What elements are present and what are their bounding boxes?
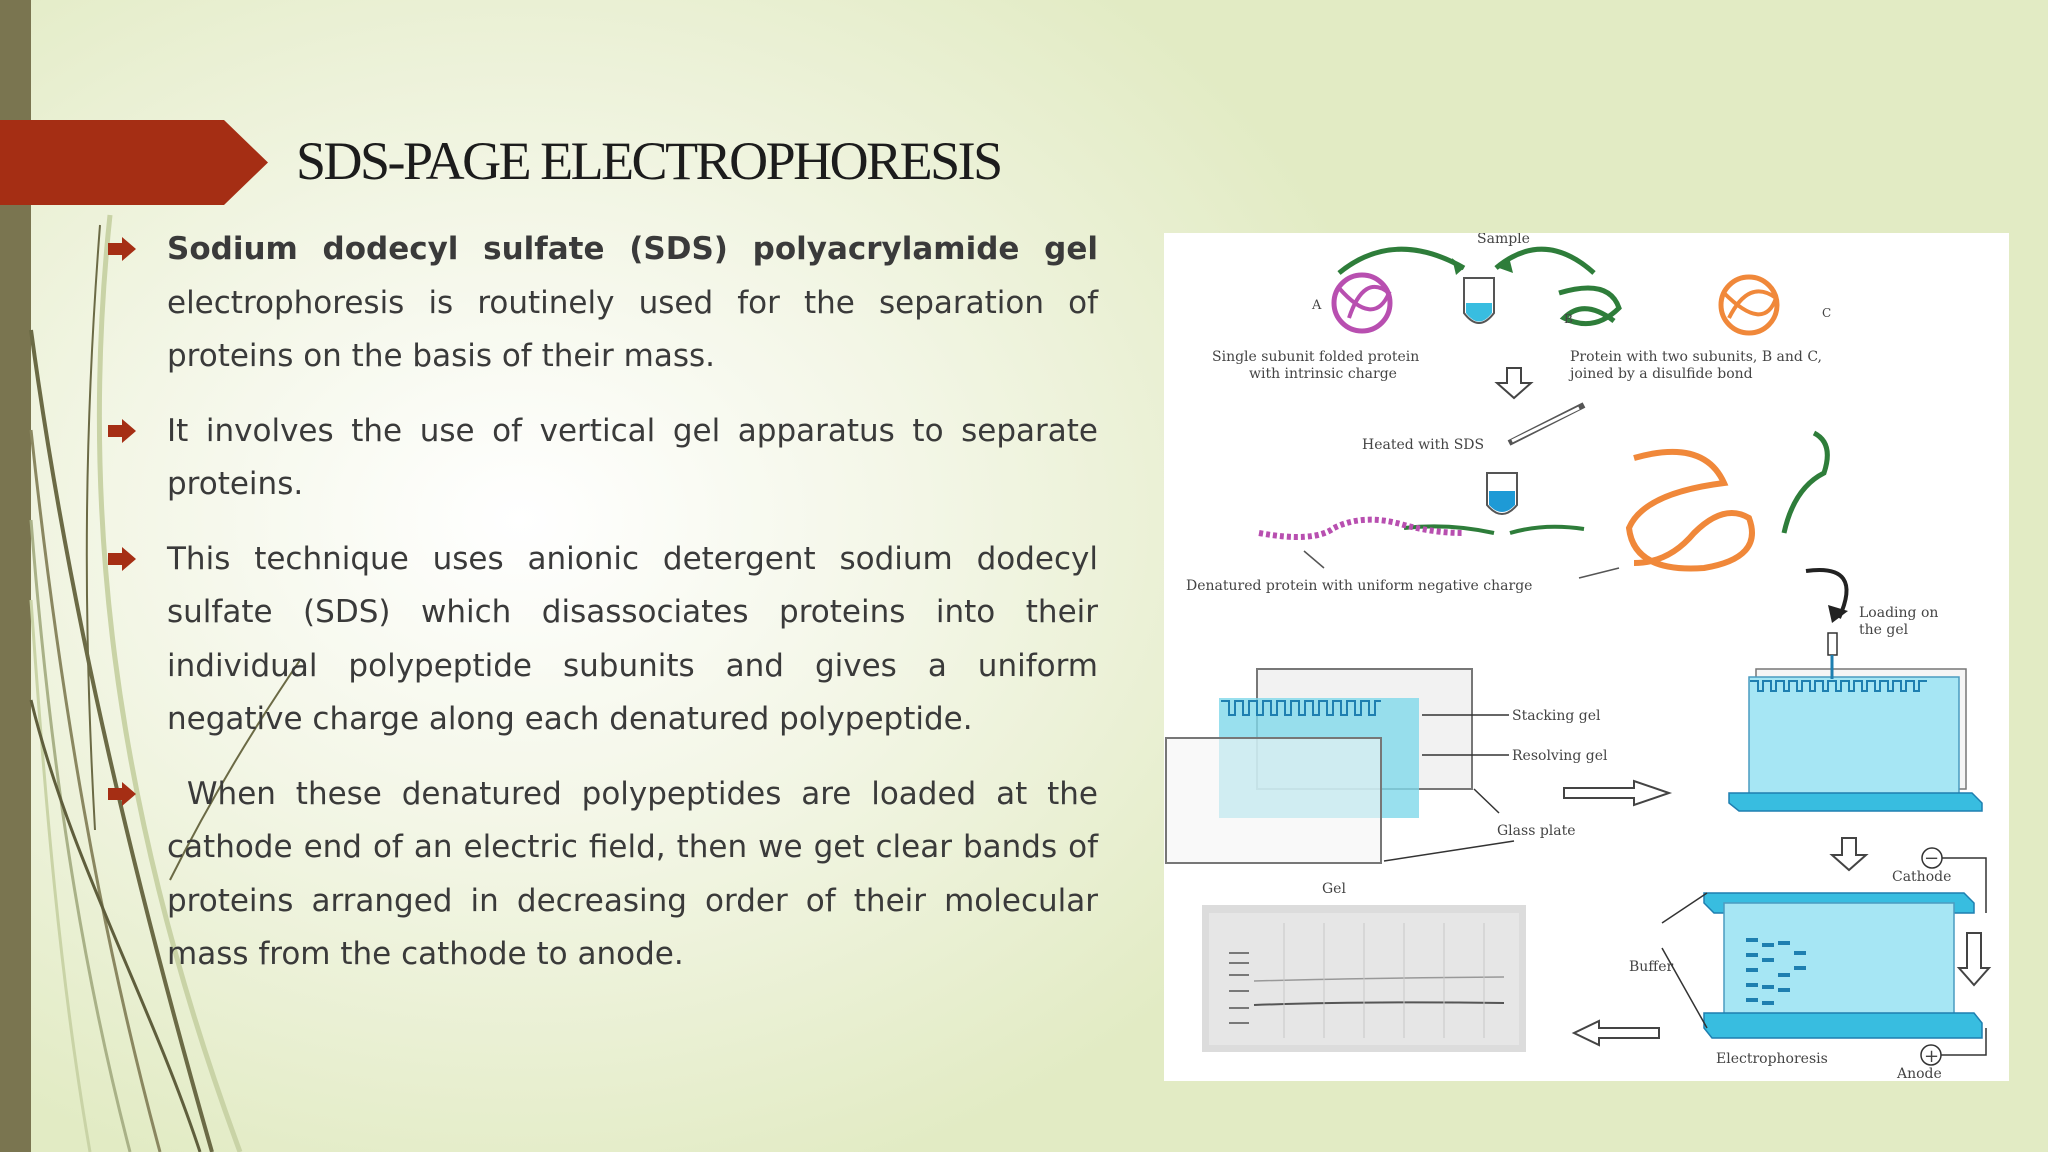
- label-single-subunit: Single subunit folded protein: [1212, 349, 1419, 365]
- arrow-bullet-icon: [108, 781, 136, 806]
- label-resolving-gel: Resolving gel: [1512, 748, 1608, 764]
- label-glass-plate: Glass plate: [1497, 823, 1576, 839]
- label-gel: Gel: [1322, 881, 1346, 897]
- label-disulfide: joined by a disulfide bond: [1568, 366, 1753, 382]
- arrow-bullet-icon: [108, 546, 136, 571]
- label-a: A: [1311, 298, 1322, 313]
- label-heated-sds: Heated with SDS: [1362, 437, 1484, 453]
- label-stacking-gel: Stacking gel: [1512, 708, 1601, 724]
- title-banner: [0, 120, 268, 205]
- slide-title: SDS-PAGE ELECTROPHORESIS: [296, 131, 1003, 191]
- bullet-text: It involves the use of vertical gel appa…: [167, 412, 1098, 503]
- arrow-bullet-icon: [108, 418, 136, 443]
- bullet-text: electrophoresis is routinely used for th…: [167, 284, 1098, 375]
- label-denatured: Denatured protein with uniform negative …: [1186, 578, 1532, 594]
- decorative-stems: [29, 214, 300, 1152]
- label-b: B: [1564, 312, 1573, 326]
- cathode-minus-icon: −: [1924, 848, 1939, 869]
- label-two-subunits: Protein with two subunits, B and C,: [1570, 349, 1822, 365]
- label-sample: Sample: [1477, 233, 1530, 247]
- diagram-canvas: Sample A B C Single subunit folded prote…: [1165, 233, 1992, 1081]
- label-loading-gel: the gel: [1859, 622, 1909, 638]
- arrow-bullet-icon: [108, 237, 136, 261]
- bullet-bold-text: Sodium dodecyl sulfate (SDS) polyacrylam…: [167, 231, 1098, 267]
- label-buffer: Buffer: [1629, 959, 1674, 975]
- label-intrinsic-charge: with intrinsic charge: [1249, 366, 1397, 382]
- bullet-item: This technique uses anionic detergent so…: [108, 533, 1098, 747]
- label-electrophoresis: Electrophoresis: [1716, 1051, 1828, 1067]
- label-c: C: [1822, 306, 1831, 320]
- label-cathode: Cathode: [1892, 869, 1951, 885]
- label-anode: Anode: [1896, 1066, 1942, 1081]
- bullet-item: Sodium dodecyl sulfate (SDS) polyacrylam…: [108, 223, 1098, 384]
- bullet-item: It involves the use of vertical gel appa…: [108, 405, 1098, 512]
- label-loading: Loading on: [1859, 605, 1938, 621]
- bullet-text: This technique uses anionic detergent so…: [167, 540, 1098, 738]
- bullet-text: When these denatured polypeptides are lo…: [167, 775, 1108, 973]
- bullet-item: When these denatured polypeptides are lo…: [108, 768, 1098, 982]
- sds-page-diagram: Sample A B C Single subunit folded prote…: [1164, 233, 2009, 1081]
- bullet-list: Sodium dodecyl sulfate (SDS) polyacrylam…: [108, 223, 1098, 1003]
- anode-plus-icon: +: [1924, 1046, 1939, 1067]
